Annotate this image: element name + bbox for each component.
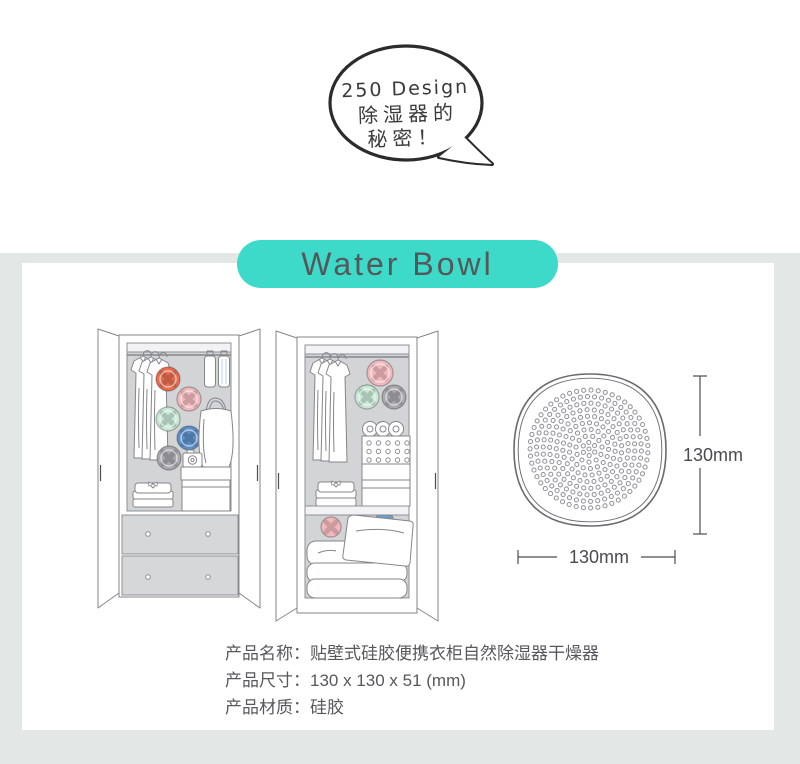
hanging-shirts-right [309, 352, 351, 463]
width-label: 130mm [569, 547, 629, 567]
dehumidifier-ball-pink-2 [366, 359, 394, 387]
storage-boxes-left [180, 466, 232, 512]
spec-material-value: 硅胶 [310, 698, 344, 717]
height-dimension: 130mm [683, 375, 743, 535]
hanging-bar-blue [218, 350, 230, 388]
rolled-towels [362, 421, 404, 437]
bubble-text-line1: 250 Design [341, 76, 470, 102]
spec-size-row: 产品尺寸：130 x 130 x 51 (mm) [225, 667, 599, 694]
storage-boxes-right [361, 463, 411, 507]
folded-shirts-left [132, 481, 174, 508]
left-wardrobe-right-door [238, 328, 261, 609]
dehumidifier-diagram: 130mm 130mm [513, 373, 743, 567]
perforation-pattern [527, 387, 651, 511]
device-inner-outline [517, 377, 663, 523]
dehumidifier-ball-mint-2 [354, 384, 380, 410]
height-label: 130mm [683, 445, 743, 465]
camera [182, 449, 203, 468]
right-wardrobe-right-door [416, 330, 439, 622]
dehumidifier-ball-gray [156, 445, 182, 471]
wardrobe-left [97, 328, 261, 609]
product-specs: 产品名称：贴壁式硅胶便携衣柜自然除湿器干燥器 产品尺寸：130 x 130 x … [225, 640, 599, 721]
shelf [304, 505, 410, 516]
bubble-text-line2: 除湿器的 [358, 100, 459, 127]
spec-material-label: 产品材质： [225, 698, 310, 717]
width-dimension: 130mm [517, 547, 676, 567]
spec-name-value: 贴壁式硅胶便携衣柜自然除湿器干燥器 [310, 644, 599, 663]
spec-size-label: 产品尺寸： [225, 671, 310, 690]
speech-bubble: 250 Design 除湿器的 秘密！ [328, 44, 494, 166]
water-bowl-banner: Water Bowl [237, 240, 558, 288]
pillow [342, 514, 414, 567]
perforated-box [361, 435, 411, 465]
dehumidifier-ball-pink-3 [320, 516, 342, 538]
spec-size-value: 130 x 130 x 51 (mm) [310, 671, 466, 690]
dehumidifier-ball-mint [155, 406, 181, 432]
right-wardrobe-left-door [275, 330, 298, 622]
dehumidifier-ball-pink [176, 386, 202, 412]
wardrobe-right [275, 330, 439, 622]
banner-label: Water Bowl [301, 245, 494, 282]
left-wardrobe-left-door [97, 328, 120, 609]
dehumidifier-ball-blue [176, 425, 202, 451]
spec-material-row: 产品材质：硅胶 [225, 694, 599, 721]
spec-name-label: 产品名称： [225, 644, 310, 663]
hanging-bar-mint [204, 350, 216, 388]
drawer-top [121, 514, 239, 555]
folded-shirts-right [315, 480, 357, 507]
speech-bubble-body [328, 44, 484, 162]
drawer-unit [121, 514, 239, 596]
spec-name-row: 产品名称：贴壁式硅胶便携衣柜自然除湿器干燥器 [225, 640, 599, 667]
bubble-text-line3: 秘密！ [367, 125, 443, 152]
wardrobe-illustration [97, 328, 439, 622]
speech-bubble-tail-fill [439, 137, 492, 164]
dehumidifier-ball-orange [155, 366, 181, 392]
dehumidifier-ball-gray-2 [381, 384, 407, 410]
drawer-bottom [121, 555, 239, 596]
